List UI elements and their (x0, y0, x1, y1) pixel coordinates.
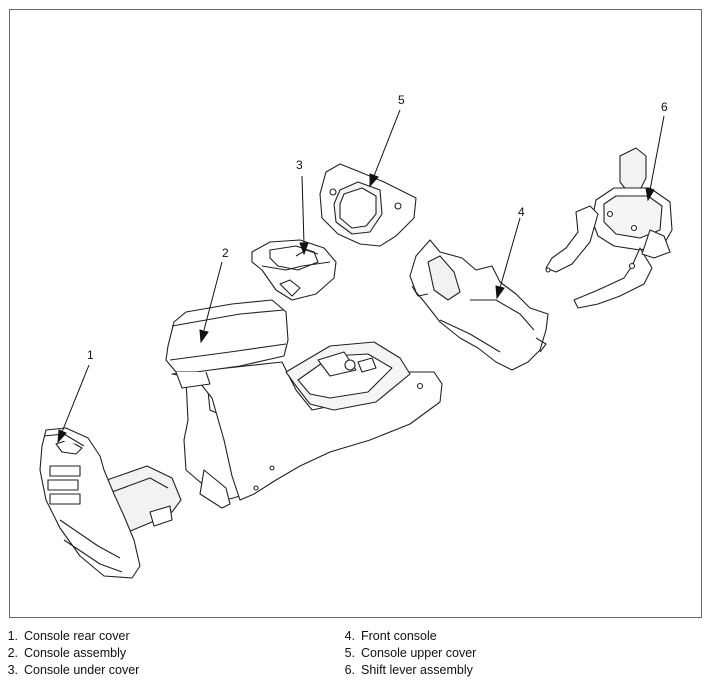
callout-5: 5 (398, 93, 405, 107)
legend-label: Console upper cover (361, 646, 477, 660)
legend-left: 1.Console rear cover 2.Console assembly … (0, 628, 140, 679)
legend-item-5: 5. Console upper cover (337, 645, 477, 662)
leader-line-6 (649, 115, 665, 191)
callout-2: 2 (222, 246, 229, 260)
legend-label: Console under cover (24, 663, 140, 677)
legend-label: Front console (361, 629, 437, 643)
legend-right: 4. Front console 5. Console upper cover 6.… (337, 628, 477, 679)
legend-num: 1. (7, 629, 18, 643)
shift-lever-assembly-part (545, 147, 673, 309)
legend-item-4: 4. Front console (337, 628, 476, 645)
leader-line-3 (301, 175, 305, 245)
legend-label: Shift lever assembly (361, 663, 473, 677)
console-assembly-part (165, 299, 443, 509)
console-upper-cover-part (319, 163, 417, 247)
legend-num: 5. (344, 646, 355, 660)
front-console-part (409, 239, 549, 371)
legend-num: 4. (344, 629, 355, 643)
arrowhead-4 (495, 285, 505, 300)
legend-num: 3. (7, 663, 18, 677)
callout-3: 3 (296, 158, 303, 172)
legend-label: Console assembly (24, 646, 127, 660)
arrowhead-5 (369, 173, 379, 188)
callout-1: 1 (87, 348, 94, 362)
leader-line-4 (499, 217, 521, 289)
callout-4: 4 (518, 205, 525, 219)
arrowhead-2 (199, 329, 209, 344)
legend-item-3: 3. Console under cover (0, 662, 140, 679)
legend-item-2: 2. Console assembly (0, 645, 139, 662)
legend-num: 2. (7, 646, 18, 660)
leader-line-2 (203, 261, 223, 331)
legend-num: 6. (344, 663, 355, 677)
legend-item-6: 6. Shift lever assembly (337, 662, 476, 679)
leader-line-1 (61, 364, 90, 433)
arrowhead-1 (57, 429, 67, 444)
diagram-frame (9, 9, 702, 618)
legend-item-1: 1. Console rear cover (0, 628, 139, 645)
console-rear-cover-part (39, 427, 182, 579)
arrowhead-3 (299, 242, 309, 256)
callout-6: 6 (661, 100, 668, 114)
arrowhead-6 (645, 187, 655, 202)
legend-label: Console rear cover (24, 629, 130, 643)
leader-line-5 (373, 109, 401, 177)
console-under-cover-part (251, 239, 337, 301)
